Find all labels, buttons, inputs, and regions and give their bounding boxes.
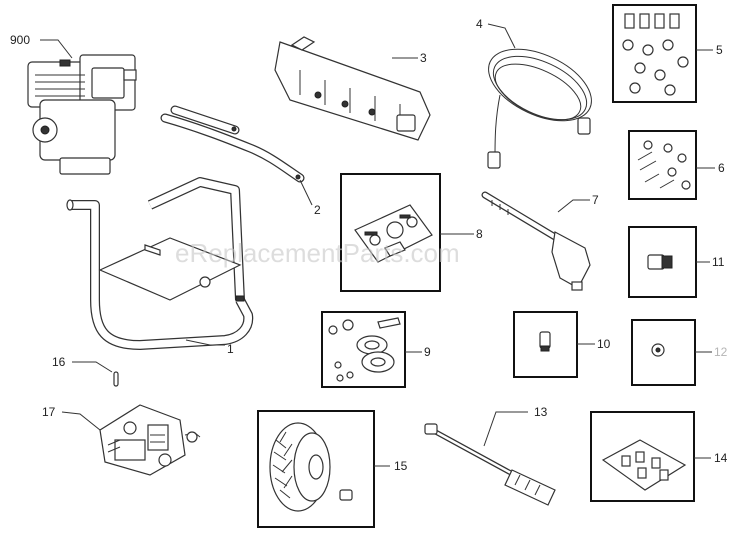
part-engine[interactable] <box>27 54 137 175</box>
part-11-quick-connect[interactable] <box>647 254 673 270</box>
part-14-nozzle-tips[interactable] <box>601 439 687 491</box>
callout-15: 15 <box>394 459 408 473</box>
callout-11: 11 <box>712 255 725 269</box>
callout-1: 1 <box>227 342 234 356</box>
part-15-wheel[interactable] <box>269 422 353 512</box>
part-12-cap[interactable] <box>651 343 665 357</box>
callout-3: 3 <box>420 51 427 65</box>
box-part-10 <box>513 311 578 378</box>
callout-2: 2 <box>314 203 321 217</box>
part-10-nozzle[interactable] <box>539 331 551 352</box>
part-8-decals[interactable] <box>354 204 433 263</box>
callout-5: 5 <box>716 43 723 57</box>
part-shroud[interactable] <box>274 36 431 141</box>
part-pump[interactable] <box>99 404 201 476</box>
part-9-bearings[interactable] <box>328 317 401 382</box>
part-pin[interactable] <box>113 371 119 387</box>
callout-10: 10 <box>597 337 611 351</box>
callout-900: 900 <box>10 33 30 47</box>
part-spray-gun[interactable] <box>481 191 591 291</box>
callout-8: 8 <box>476 227 483 241</box>
callout-13: 13 <box>534 405 548 419</box>
part-handle-tube[interactable] <box>160 105 305 183</box>
callout-6: 6 <box>718 161 725 175</box>
callout-12: 12 <box>714 345 728 359</box>
callout-4: 4 <box>476 17 483 31</box>
callout-9: 9 <box>424 345 431 359</box>
callout-17: 17 <box>42 405 56 419</box>
part-wand[interactable] <box>424 423 556 506</box>
part-frame[interactable] <box>66 177 254 350</box>
leader-lines <box>40 23 715 467</box>
callout-7: 7 <box>592 193 599 207</box>
part-5-fittings[interactable] <box>622 13 689 96</box>
part-6-screws[interactable] <box>637 140 691 190</box>
watermark-text: eReplacementParts.com <box>175 238 460 268</box>
callout-14: 14 <box>714 451 728 465</box>
callout-16: 16 <box>52 355 66 369</box>
part-hose[interactable] <box>477 35 602 169</box>
